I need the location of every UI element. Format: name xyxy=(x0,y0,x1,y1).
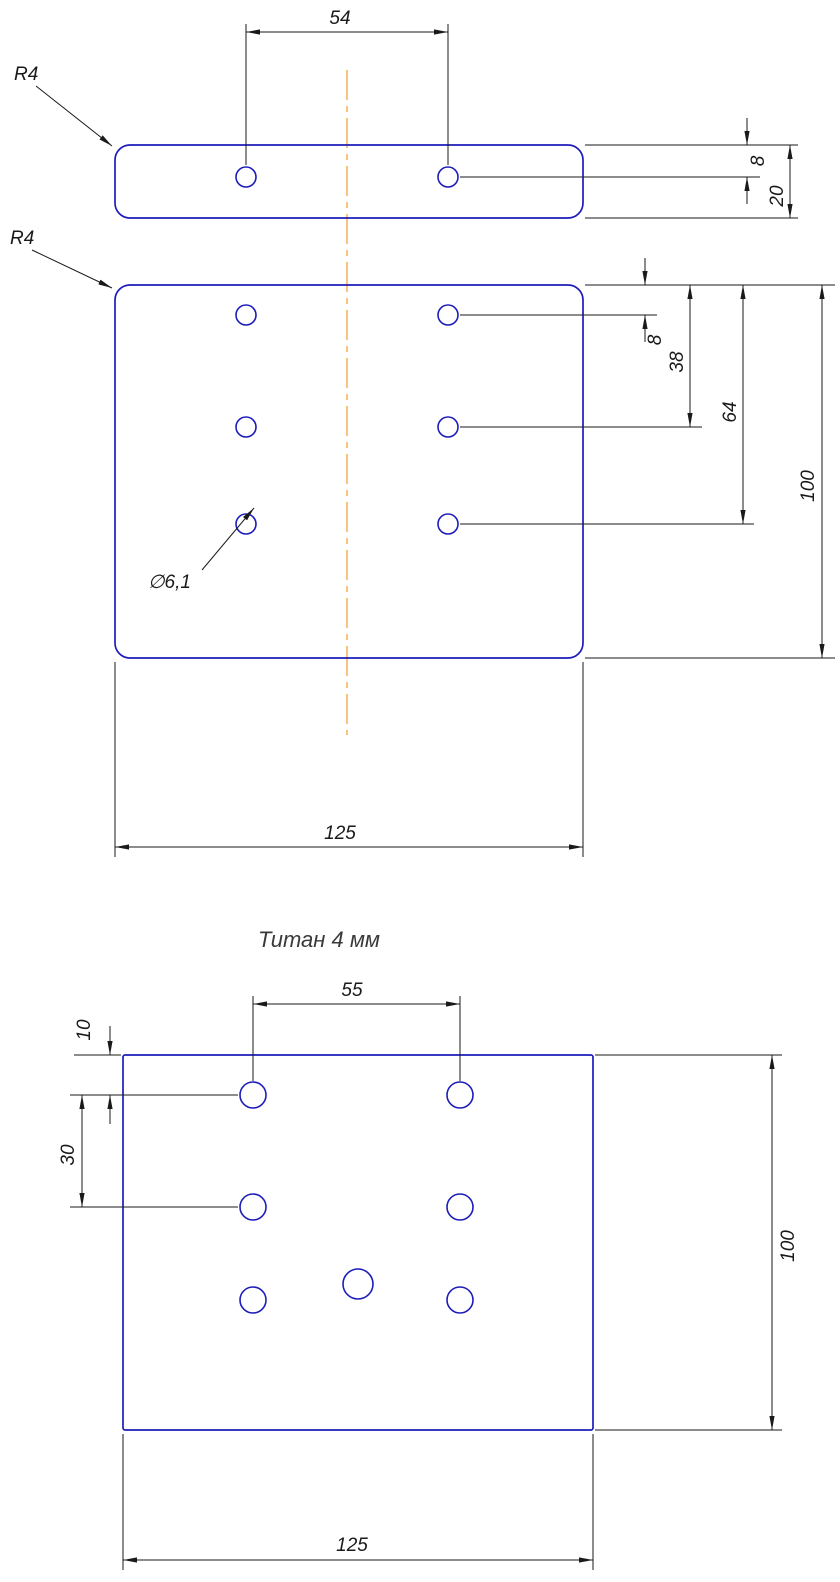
plate-hole-r2-right xyxy=(437,416,459,438)
dim-text-100-top-view: 100 xyxy=(798,470,819,502)
radius-leader-1 xyxy=(35,85,113,147)
hole-diameter-label: ∅6,1 xyxy=(148,572,191,593)
dim-text-10: 10 xyxy=(74,1019,95,1041)
strip-hole-right xyxy=(437,166,459,188)
strip-hole-left xyxy=(235,166,257,188)
dim-text-38: 38 xyxy=(667,351,688,373)
dim-text-8-plate: 8 xyxy=(645,334,666,345)
plate2-hole-r1-right xyxy=(446,1081,474,1109)
dim-text-125-top-view: 125 xyxy=(324,823,356,844)
dim-text-55: 55 xyxy=(341,980,363,1001)
plate-hole-r3-right xyxy=(437,513,459,535)
dim-text-8-strip: 8 xyxy=(748,155,769,166)
plate2-outline xyxy=(122,1054,594,1431)
plate2-hole-r3-left xyxy=(239,1286,267,1314)
dim-text-125-bottom-view: 125 xyxy=(336,1535,368,1556)
plate-hole-r2-left xyxy=(235,416,257,438)
plate-outline xyxy=(114,284,584,659)
radius-label-1: R4 xyxy=(14,64,38,85)
plate2-hole-r3-right xyxy=(446,1286,474,1314)
hole-diameter-leader xyxy=(201,507,255,571)
plate-hole-r1-left xyxy=(235,304,257,326)
dim-text-30: 30 xyxy=(58,1144,79,1166)
dim-text-64: 64 xyxy=(720,401,741,422)
plate2-hole-r2-right xyxy=(446,1193,474,1221)
plate2-hole-center xyxy=(342,1268,374,1300)
plate-hole-r1-right xyxy=(437,304,459,326)
plate2-hole-r1-left xyxy=(239,1081,267,1109)
top-view: 54 R4 R4 ∅6,1 8 20 8 38 64 100 xyxy=(10,8,835,857)
bottom-view: Титан 4 мм 55 10 30 100 125 xyxy=(58,927,799,1570)
strip-outline xyxy=(114,144,584,219)
dim-text-100-bottom-view: 100 xyxy=(778,1230,799,1262)
dim-text-54: 54 xyxy=(329,8,350,29)
dim-text-20: 20 xyxy=(767,185,788,208)
radius-label-2: R4 xyxy=(10,228,34,249)
radius-leader-2 xyxy=(31,249,113,289)
plate2-hole-r2-left xyxy=(239,1193,267,1221)
material-title: Титан 4 мм xyxy=(258,927,380,952)
